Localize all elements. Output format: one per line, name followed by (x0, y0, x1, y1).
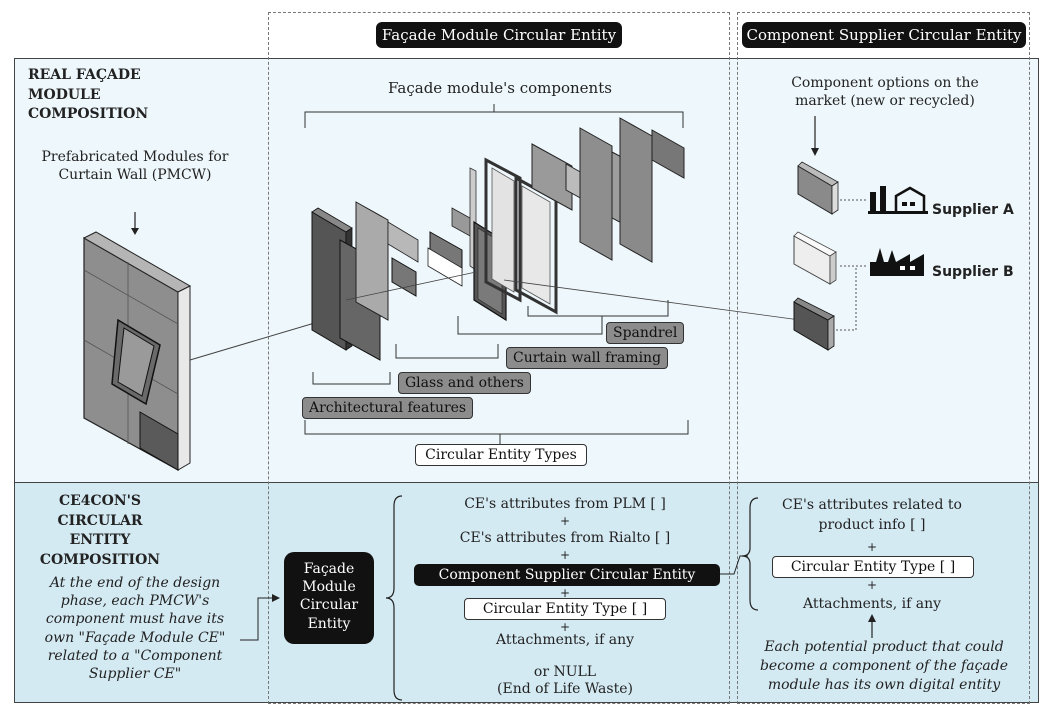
tag-curtain-wall-framing: Curtain wall framing (506, 347, 669, 369)
tag-spandrel: Spandrel (606, 322, 685, 344)
ce4con-panel (14, 483, 1039, 703)
facade-module-ce-box-label: Façade Module Circular Entity (299, 561, 359, 632)
plus-3: + (559, 586, 571, 600)
or-null: or NULL (533, 664, 597, 680)
attr-product-info: CE's attributes related to product info … (782, 497, 962, 533)
circular-entity-types-box: Circular Entity Types (415, 444, 587, 466)
right-attachments: Attachments, if any (803, 596, 941, 612)
middle-circular-entity-type-box: Circular Entity Type [ ] (464, 598, 666, 620)
supplier-a-label: Supplier A (932, 202, 1014, 218)
real-facade-title: REAL FAÇADE MODULE COMPOSITION (28, 67, 149, 123)
attr-plm: CE's attributes from PLM [ ] (464, 496, 666, 512)
end-of-life-waste: (End of Life Waste) (497, 681, 633, 697)
facade-module-ce-header: Façade Module Circular Entity (376, 22, 622, 48)
tag-architectural-features: Architectural features (302, 397, 474, 419)
pmcw-label: Prefabricated Modules for Curtain Wall (… (41, 149, 229, 184)
plus-2: + (559, 548, 571, 562)
product-digital-entity-note: Each potential product that could become… (759, 639, 1009, 693)
middle-attachments: Attachments, if any (496, 632, 634, 648)
supplier-column (737, 12, 1030, 704)
plus-4: + (559, 620, 571, 634)
right-plus-2: + (866, 578, 878, 592)
component-supplier-ce-box: Component Supplier Circular Entity (414, 564, 720, 586)
right-plus-1: + (866, 540, 878, 554)
right-circular-entity-type-box: Circular Entity Type [ ] (772, 556, 974, 578)
attr-rialto: CE's attributes from Rialto [ ] (459, 530, 671, 546)
market-options-label: Component options on the market (new or … (791, 75, 979, 110)
components-title: Façade module's components (388, 79, 612, 97)
facade-module-ce-box (284, 552, 374, 644)
plus-1: + (559, 514, 571, 528)
tag-glass-and-others: Glass and others (398, 372, 531, 394)
ce4con-title: CE4CON'S CIRCULAR ENTITY COMPOSITION (39, 493, 161, 568)
supplier-b-label: Supplier B (932, 264, 1014, 280)
component-supplier-ce-header: Component Supplier Circular Entity (742, 22, 1026, 48)
design-phase-note: At the end of the design phase, each PMC… (44, 575, 226, 682)
